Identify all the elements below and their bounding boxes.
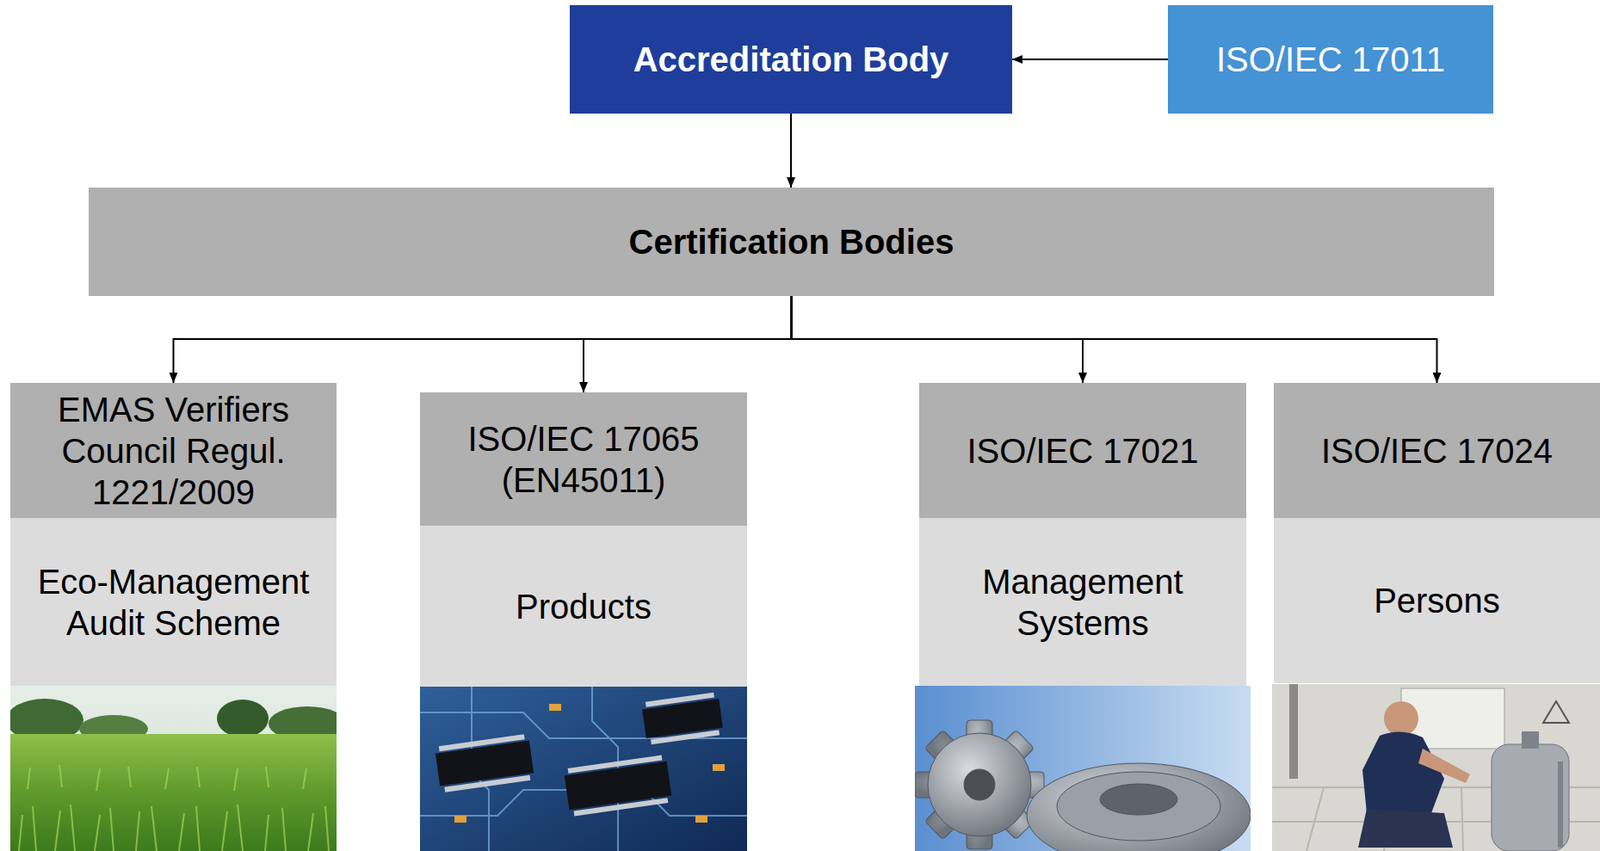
certification-band: Certification Bodies [88,187,1495,297]
accreditation-box: Accreditation Body [569,5,1013,114]
standard-box: ISO/IEC 17011 [1167,5,1494,114]
node-text: ISO/IEC 17011 [1216,38,1446,81]
scheme-column: EMAS Verifiers Council Regul. 1221/2009E… [10,383,337,686]
tree [216,699,269,738]
grass-blades [18,765,329,851]
node-text: Accreditation Body [633,38,950,81]
chip-pins [438,692,720,817]
connector-arrow [791,296,1438,384]
warning-label [1543,701,1570,723]
scheme-column: ISO/IEC 17021Management Systems [919,383,1247,686]
traces [420,686,748,851]
node-text: ISO/IEC 17021 [966,430,1199,472]
gears-photo [914,685,1251,851]
components [454,704,725,823]
scheme-column: ISO/IEC 17024Persons [1273,383,1600,684]
scheme-column: ISO/IEC 17065 (EN45011) Products [420,392,748,687]
wall [1272,684,1600,851]
node-text: ISO/IEC 17024 [1321,430,1553,472]
node-text: ISO/IEC 17065 (EN45011) [426,418,741,501]
node-text: Management Systems [926,561,1240,644]
technician [1358,701,1471,848]
column-header: ISO/IEC 17021 [919,383,1247,519]
node-text: Eco-Management Audit Scheme [17,561,330,644]
column-header: ISO/IEC 17024 [1273,383,1600,519]
column-body: Eco-Management Audit Scheme [10,518,337,686]
column-body: Persons [1273,518,1600,684]
node-text: Certification Bodies [629,221,955,263]
grass-photo [10,685,337,851]
gas-cylinder [1491,731,1570,851]
column-body: Products [420,525,748,687]
gear [914,720,1045,850]
chips [435,698,723,810]
node-text: EMAS Verifiers Council Regul. 1221/2009 [17,389,330,513]
grass [10,734,337,851]
column-header: EMAS Verifiers Council Regul. 1221/2009 [10,383,337,519]
connector-arrow [1012,58,1168,61]
background [914,685,1251,851]
circuit-board-photo [420,686,748,851]
pipe [1289,684,1298,779]
gear [1026,763,1251,851]
board [420,686,748,851]
node-text: Persons [1373,580,1501,622]
column-header: ISO/IEC 17065 (EN45011) [420,392,748,526]
technician-photo [1272,684,1600,851]
node-text: Products [515,586,652,628]
connector-arrow [790,113,792,188]
column-body: Management Systems [919,518,1247,686]
connector-arrow [583,296,792,393]
